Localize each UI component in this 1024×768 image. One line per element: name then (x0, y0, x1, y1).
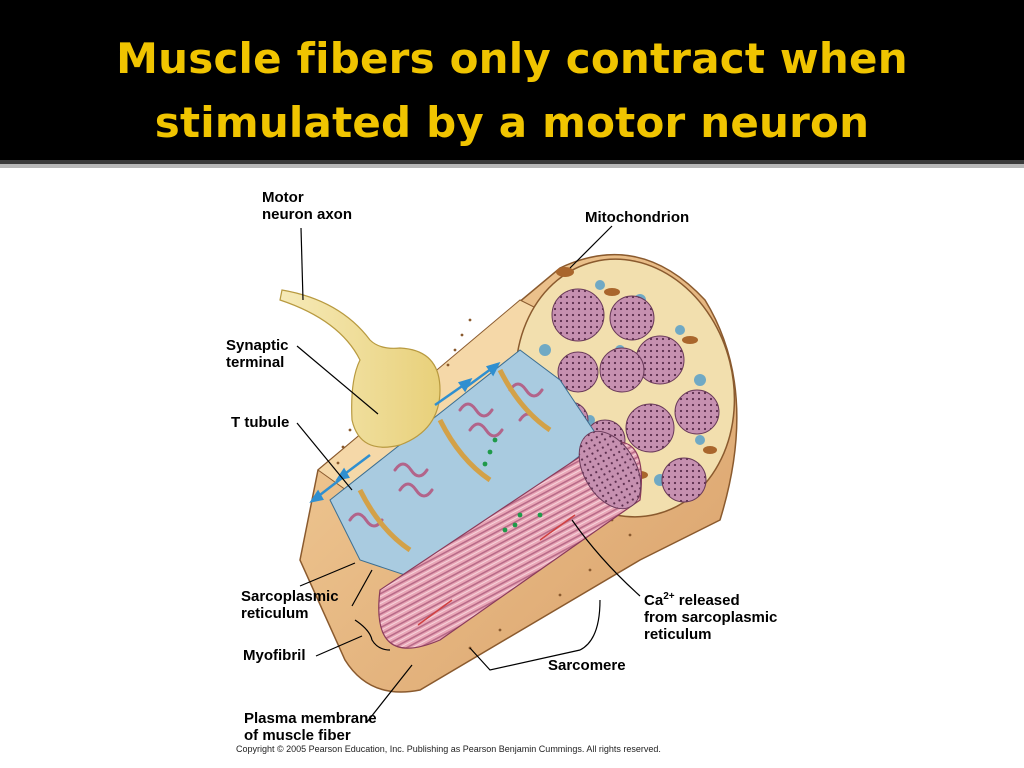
label-sarcomere: Sarcomere (548, 657, 626, 674)
label-t-tubule: T tubule (231, 414, 290, 431)
label-plasma-membrane: Plasma membrane of muscle fiber (244, 710, 377, 744)
title-bar: Muscle fibers only contract when stimula… (0, 0, 1024, 160)
calcium-ions (482, 437, 543, 533)
label-sarcoplasmic-reticulum: Sarcoplasmic reticulum (241, 588, 339, 622)
motor-neuron-axon (279, 289, 441, 448)
t-tubule (357, 368, 552, 553)
label-motor-neuron-axon: Motor neuron axon (262, 189, 353, 223)
copyright-notice: Copyright © 2005 Pearson Education, Inc.… (236, 744, 661, 754)
slide-title-line-1: Muscle fibers only contract when (116, 34, 908, 83)
slide-title-line-2: stimulated by a motor neuron (154, 98, 870, 147)
title-divider-dark (0, 160, 1024, 164)
label-myofibril: Myofibril (243, 647, 306, 664)
label-calcium-released: Ca2+ released from sarcoplasmic reticulu… (644, 591, 778, 643)
title-divider-light (0, 164, 1024, 168)
label-synaptic-terminal: Synaptic terminal (226, 337, 289, 371)
label-mitochondrion: Mitochondrion (585, 209, 690, 226)
leader-lines (296, 225, 641, 723)
myofibril (378, 430, 642, 649)
